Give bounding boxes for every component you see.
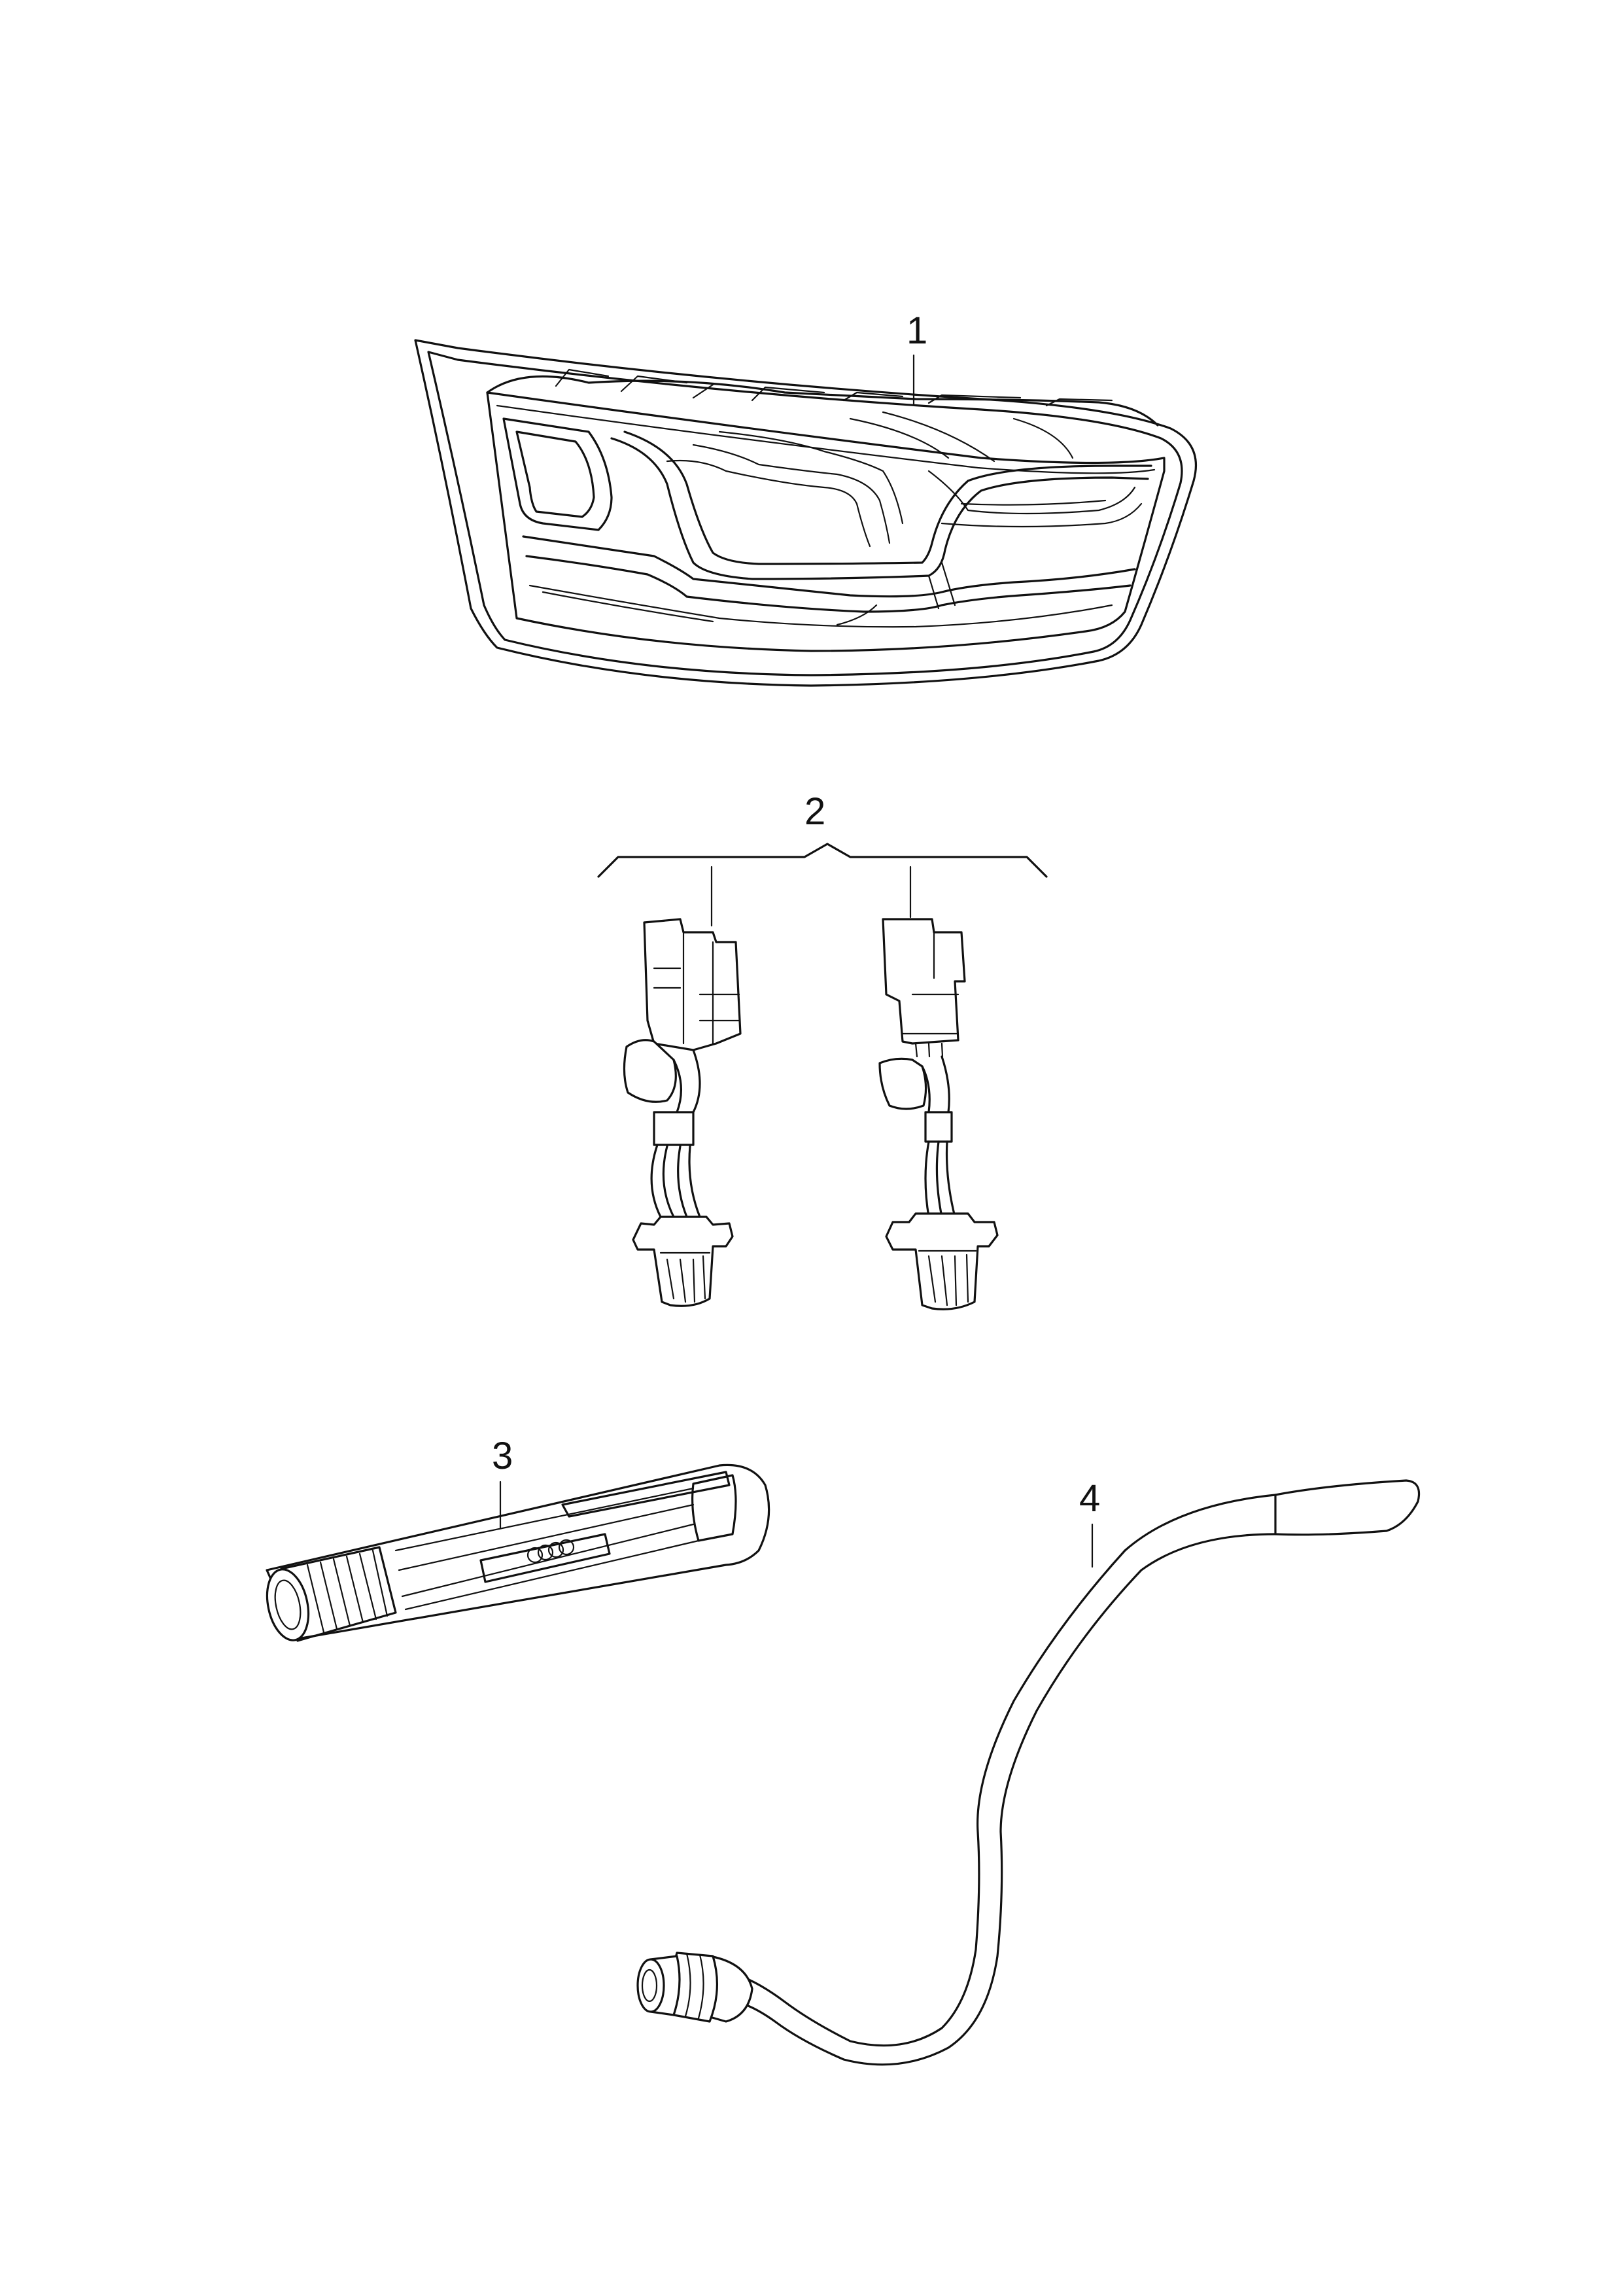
adapter-harness-icon: 2 bbox=[597, 790, 1048, 1310]
penlight-icon: 3 bbox=[266, 1435, 770, 1642]
tail-lamp-icon: 1 bbox=[414, 309, 1197, 687]
part-label-3: 3 bbox=[492, 1435, 513, 1477]
part-label-4: 4 bbox=[1079, 1477, 1100, 1520]
sensor-cable-icon: 4 bbox=[636, 1477, 1421, 2066]
part-label-2: 2 bbox=[804, 790, 825, 833]
part-label-1: 1 bbox=[907, 309, 927, 352]
